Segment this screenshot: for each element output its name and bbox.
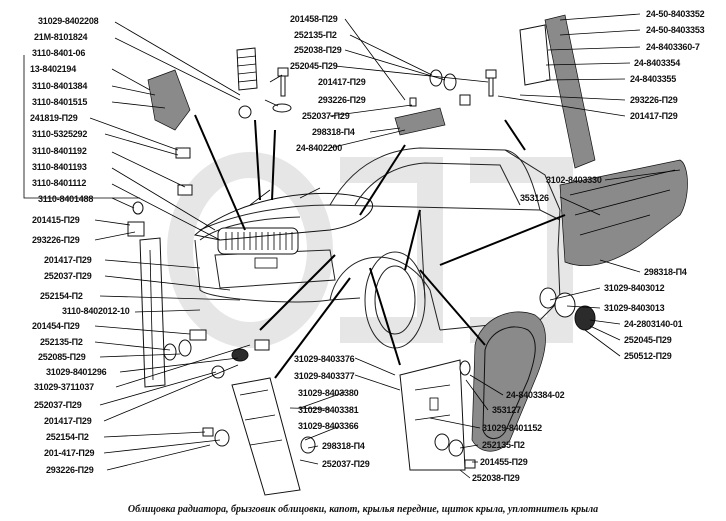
label-31029-3711037: 31029-3711037 xyxy=(34,382,94,392)
label-24-8403384-02: 24-8403384-02 xyxy=(506,390,565,400)
label-3110-8401515: 3110-8401515 xyxy=(32,97,88,107)
label-24-8403360-7: 24-8403360-7 xyxy=(646,42,700,52)
label-201415-p29: 201415-П29 xyxy=(32,215,80,225)
label-201458-p29: 201458-П29 xyxy=(290,14,338,24)
label-3110-8401384: 3110-8401384 xyxy=(32,81,88,91)
label-298318-p4-c: 298318-П4 xyxy=(322,441,365,451)
label-31029-8403013: 31029-8403013 xyxy=(604,303,665,313)
label-3110-8401488: 3110-8401488 xyxy=(38,194,94,204)
washer-icon xyxy=(163,69,464,457)
label-201417-p29-d: 201417-П29 xyxy=(630,111,678,121)
label-252154-p2-b: 252154-П2 xyxy=(46,432,89,442)
label-3110-5325292: 3110-5325292 xyxy=(32,129,88,139)
label-31029-8403377: 31029-8403377 xyxy=(294,371,355,381)
leader-lines xyxy=(23,13,681,479)
label-3102-8403330: 3102-8403330 xyxy=(546,175,602,185)
label-24-8402200: 24-8402200 xyxy=(296,143,343,153)
label-31029-8403381: 31029-8403381 xyxy=(298,405,359,415)
label-3110-8401192: 3110-8401192 xyxy=(32,146,87,156)
label-201417-p29-a: 201417-П29 xyxy=(44,255,92,265)
label-252135-p2-a: 252135-П2 xyxy=(40,337,83,347)
label-201417-p29-c: 201417-П29 xyxy=(318,77,366,87)
hood-icon xyxy=(193,187,373,241)
label-201417-p29-b: 201417-П29 xyxy=(44,416,92,426)
diagram-caption: Облицовка радиатора, брызговик облицовки… xyxy=(127,504,599,515)
label-31029-8403380: 31029-8403380 xyxy=(298,388,359,398)
label-24-8403354: 24-8403354 xyxy=(634,58,681,68)
seal-strip-icon xyxy=(519,14,596,169)
label-252085-p29: 252085-П29 xyxy=(38,352,86,362)
label-250512-p29: 250512-П29 xyxy=(624,351,672,361)
label-24-2803140-01: 24-2803140-01 xyxy=(624,319,683,329)
label-3110-8401112: 3110-8401112 xyxy=(32,178,87,188)
label-241819-p29: 241819-П29 xyxy=(30,113,78,123)
label-24-50-8403352: 24-50-8403352 xyxy=(646,9,705,19)
label-201454-p29: 201454-П29 xyxy=(32,321,80,331)
mudguard-icon xyxy=(471,311,546,452)
nut-icon xyxy=(132,105,596,331)
front-mudguard-icon xyxy=(231,377,301,496)
label-252154-p2-a: 252154-П2 xyxy=(40,291,83,301)
label-353127: 353127 xyxy=(492,405,521,415)
label-31029-8403376: 31029-8403376 xyxy=(294,354,355,364)
fender-liner-icon xyxy=(559,159,688,266)
label-24-50-8403353: 24-50-8403353 xyxy=(646,25,705,35)
label-31029-8403366: 31029-8403366 xyxy=(298,421,359,431)
label-31029-8401296: 31029-8401296 xyxy=(46,367,107,377)
label-31029-8401152: 31029-8401152 xyxy=(482,423,542,433)
label-252037-p29-d: 252037-П29 xyxy=(322,459,370,469)
label-13-8402194: 13-8402194 xyxy=(30,64,77,74)
label-252045-p29-b: 252045-П29 xyxy=(624,335,672,345)
bracket-icon xyxy=(127,47,471,379)
label-3110-8401193: 3110-8401193 xyxy=(32,162,87,172)
label-252045-p29-a: 252045-П29 xyxy=(290,61,338,71)
label-252135-p2-c: 252135-П2 xyxy=(482,440,525,450)
label-293226-p29-d: 293226-П29 xyxy=(630,95,678,105)
label-252135-p2-b: 252135-П2 xyxy=(294,30,337,40)
pointer-lines xyxy=(194,114,566,379)
label-201455-p29: 201455-П29 xyxy=(480,457,528,467)
label-21m-8101824: 21М-8101824 xyxy=(34,32,88,42)
label-298318-p4-a: 298318-П4 xyxy=(312,127,355,137)
label-353126: 353126 xyxy=(520,193,549,203)
label-293226-p29-c: 293226-П29 xyxy=(318,95,366,105)
label-252037-p29-a: 252037-П29 xyxy=(44,271,92,281)
label-252037-p29-b: 252037-П29 xyxy=(34,400,82,410)
car-body-outline-icon xyxy=(194,147,561,349)
bolt-icon xyxy=(189,67,497,469)
label-3110-8401-06: 3110-8401-06 xyxy=(32,48,86,58)
label-31029-8403012: 31029-8403012 xyxy=(604,283,665,293)
side-panel-icon xyxy=(139,237,166,388)
label-293226-p29-a: 293226-П29 xyxy=(32,235,80,245)
label-298318-p4-b: 298318-П4 xyxy=(644,267,687,277)
label-31029-8402208: 31029-8402208 xyxy=(38,16,99,26)
label-252037-p29-c: 252037-П29 xyxy=(302,111,350,121)
label-3110-8402012-10: 3110-8402012-10 xyxy=(62,306,130,316)
label-201-417-p29: 201-417-П29 xyxy=(44,448,95,458)
label-24-8403355: 24-8403355 xyxy=(630,74,677,84)
label-252038-p29-a: 252038-П29 xyxy=(294,45,342,55)
label-293226-p29-b: 293226-П29 xyxy=(46,465,94,475)
label-252038-p29-b: 252038-П29 xyxy=(472,473,520,483)
